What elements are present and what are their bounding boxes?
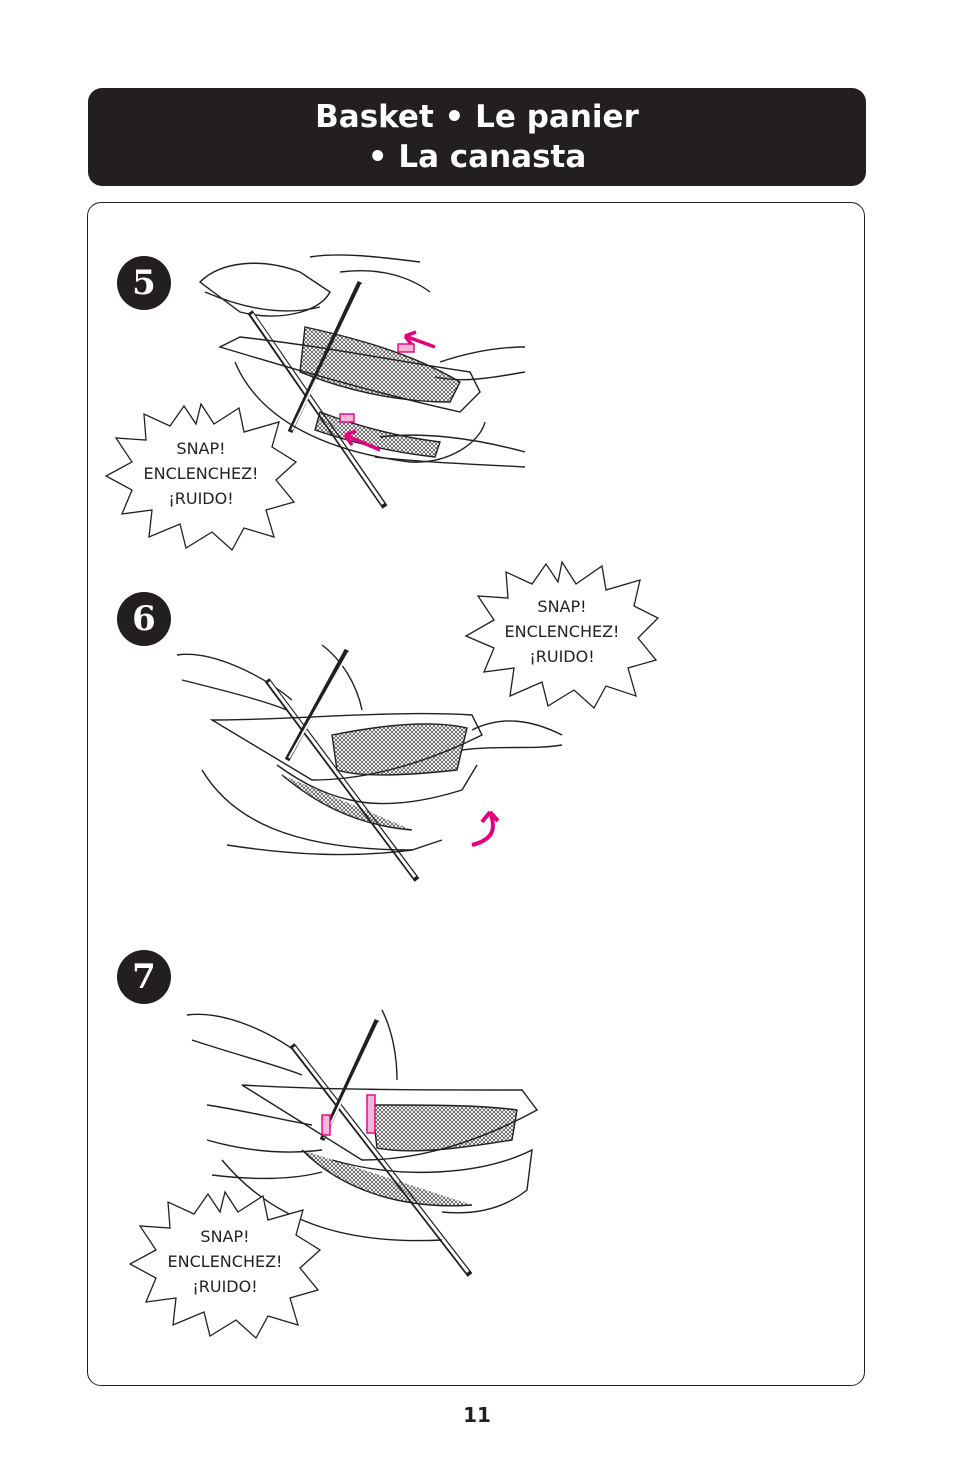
page-number: 11 bbox=[463, 1403, 491, 1427]
snap-text: SNAP! bbox=[200, 1227, 250, 1246]
enclenchez-text: ENCLENCHEZ! bbox=[504, 622, 620, 641]
step-6-badge: 6 bbox=[117, 592, 171, 646]
step-5-illustration bbox=[198, 254, 525, 509]
step-7-snap-callout: SNAP! ENCLENCHEZ! ¡RUIDO! bbox=[128, 1190, 322, 1340]
snap-text: SNAP! bbox=[176, 439, 226, 458]
step-5-badge: 5 bbox=[117, 256, 171, 310]
snap-text: SNAP! bbox=[537, 597, 587, 616]
step-7-badge: 7 bbox=[117, 950, 171, 1004]
ruido-text: ¡RUIDO! bbox=[192, 1277, 258, 1296]
instructions-frame bbox=[87, 202, 865, 1386]
step-7-illustration bbox=[186, 1009, 539, 1277]
section-header: Basket • Le panier • La canasta bbox=[88, 88, 866, 186]
burst-shape bbox=[464, 560, 660, 710]
ruido-text: ¡RUIDO! bbox=[529, 647, 595, 666]
enclenchez-text: ENCLENCHEZ! bbox=[143, 464, 259, 483]
step-6-snap-callout: SNAP! ENCLENCHEZ! ¡RUIDO! bbox=[464, 560, 660, 710]
burst-shape bbox=[128, 1190, 322, 1340]
enclenchez-text: ENCLENCHEZ! bbox=[167, 1252, 283, 1271]
section-title-line-2: • La canasta bbox=[367, 139, 587, 175]
step-6-illustration bbox=[176, 644, 563, 882]
burst-shape bbox=[104, 402, 298, 552]
ruido-text: ¡RUIDO! bbox=[168, 489, 234, 508]
section-title-line-1: Basket • Le panier bbox=[315, 99, 639, 135]
step-5-snap-callout: SNAP! ENCLENCHEZ! ¡RUIDO! bbox=[104, 402, 298, 552]
